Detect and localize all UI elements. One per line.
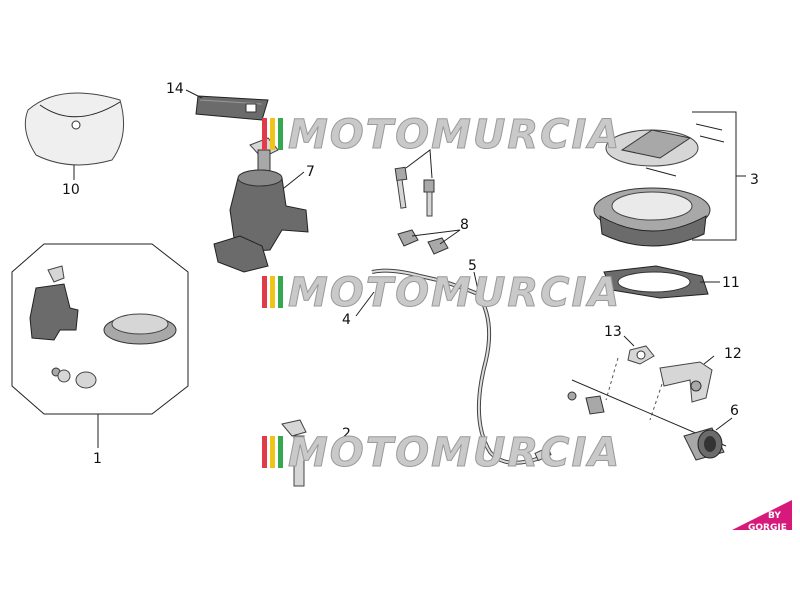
part-3-fuel-cap (593, 123, 725, 247)
small-hardware (567, 391, 605, 415)
callout-3: 3 (750, 172, 759, 188)
part-2-key (281, 419, 307, 487)
leader-14 (185, 89, 203, 99)
badge-line2: GORGIE (748, 523, 787, 533)
watermark-text: MOTOMURCIA (288, 112, 621, 158)
bolt-leader (405, 149, 433, 179)
watermark-1: MOTOMURCIA (262, 112, 621, 159)
badge-line1: BY (768, 511, 781, 521)
callout-12: 13 (604, 324, 622, 340)
part-14-key-tag (195, 95, 269, 121)
part-13-cover (24, 92, 125, 166)
part-11-bracket (659, 361, 713, 403)
part-1-kit (11, 243, 189, 415)
callout-4: 4 (342, 312, 351, 328)
leader-7 (283, 171, 305, 189)
part-10-gasket (603, 265, 709, 299)
by-gorgie-badge: BY GORGIE (732, 500, 792, 533)
part-8-nuts (397, 229, 449, 255)
callout-8: 8 (460, 217, 469, 233)
leader-8 (411, 229, 461, 245)
bolts (394, 166, 435, 217)
callout-13: 10 (62, 182, 80, 198)
leader-5 (473, 271, 479, 291)
callout-5: 5 (468, 258, 477, 274)
leader-6 (715, 417, 733, 431)
callout-7: 7 (306, 164, 315, 180)
bracket-3 (692, 111, 746, 241)
watermark-3: MOTOMURCIA (262, 430, 621, 477)
callout-1: 1 (93, 451, 102, 467)
leader-12 (623, 335, 635, 347)
callout-10: 11 (722, 275, 740, 291)
watermark-2: MOTOMURCIA (262, 270, 621, 317)
callout-6: 6 (730, 403, 739, 419)
part-5-cable (371, 268, 552, 465)
callout-2: 2 (342, 426, 351, 442)
part-6-socket (683, 427, 725, 461)
part-12-ring (627, 345, 655, 365)
watermark-text: MOTOMURCIA (288, 270, 621, 316)
dashed-guides (605, 357, 663, 421)
leader-4 (355, 291, 375, 317)
leader-11 (703, 355, 715, 365)
callout-11: 12 (724, 346, 742, 362)
watermark-text: MOTOMURCIA (288, 430, 621, 476)
part-7-ignition-switch (213, 137, 309, 273)
callout-14: 14 (166, 81, 184, 97)
